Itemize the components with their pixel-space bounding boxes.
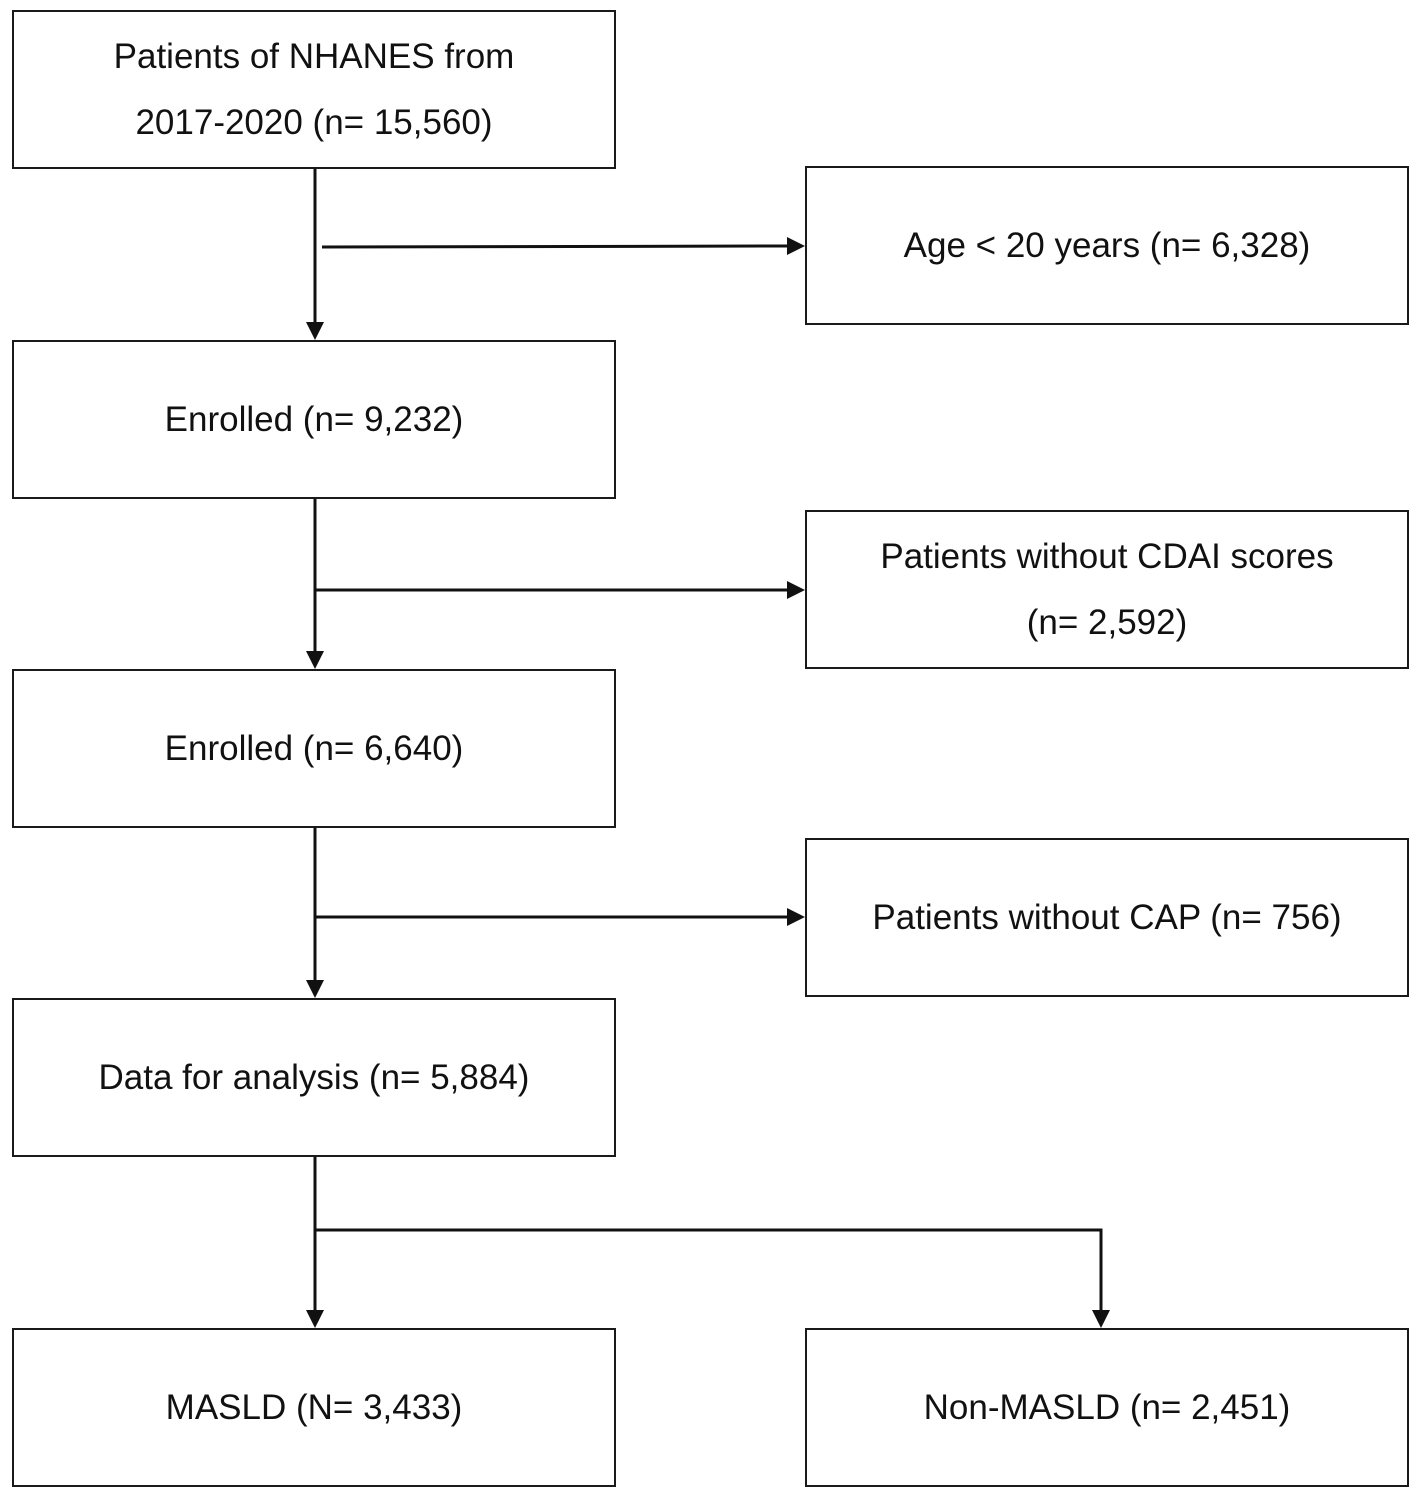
box-masld: MASLD (N= 3,433) [12,1328,616,1487]
box-text: Age < 20 years (n= 6,328) [903,225,1311,265]
box-exclusion-age: Age < 20 years (n= 6,328) [805,166,1409,325]
box-text: Patients of NHANES from [113,36,515,76]
box-non-masld: Non-MASLD (n= 2,451) [805,1328,1409,1487]
box-enrolled-1: Enrolled (n= 9,232) [12,340,616,499]
box-text: Patients without CDAI scores [880,536,1334,576]
box-text: MASLD (N= 3,433) [165,1387,463,1427]
box-text: Enrolled (n= 6,640) [164,728,464,768]
box-text: 2017-2020 (n= 15,560) [135,102,493,142]
arrowhead-enrolled-1 [306,322,324,340]
box-text: (n= 2,592) [1026,602,1188,642]
box-text: Patients without CAP (n= 756) [872,897,1342,937]
box-enrolled-2: Enrolled (n= 6,640) [12,669,616,828]
box-text: Non-MASLD (n= 2,451) [923,1387,1291,1427]
arrowhead-non-masld [1092,1310,1110,1328]
box-patients-nhanes: Patients of NHANES from 2017-2020 (n= 15… [12,10,616,169]
arrowhead-age-exclusion [787,237,805,255]
connector-to-age-exclusion [321,244,788,249]
arrowhead-masld [306,1310,324,1328]
box-exclusion-cap: Patients without CAP (n= 756) [805,838,1409,997]
box-exclusion-cdai: Patients without CDAI scores (n= 2,592) [805,510,1409,669]
connector-analysis-to-non-masld [315,1228,1103,1310]
arrowhead-cdai-exclusion [787,581,805,599]
box-data-for-analysis: Data for analysis (n= 5,884) [12,998,616,1157]
box-text: Data for analysis (n= 5,884) [98,1057,530,1097]
arrowhead-analysis [306,980,324,998]
arrowhead-cap-exclusion [787,908,805,926]
arrowhead-enrolled-2 [306,651,324,669]
box-text: Enrolled (n= 9,232) [164,399,464,439]
